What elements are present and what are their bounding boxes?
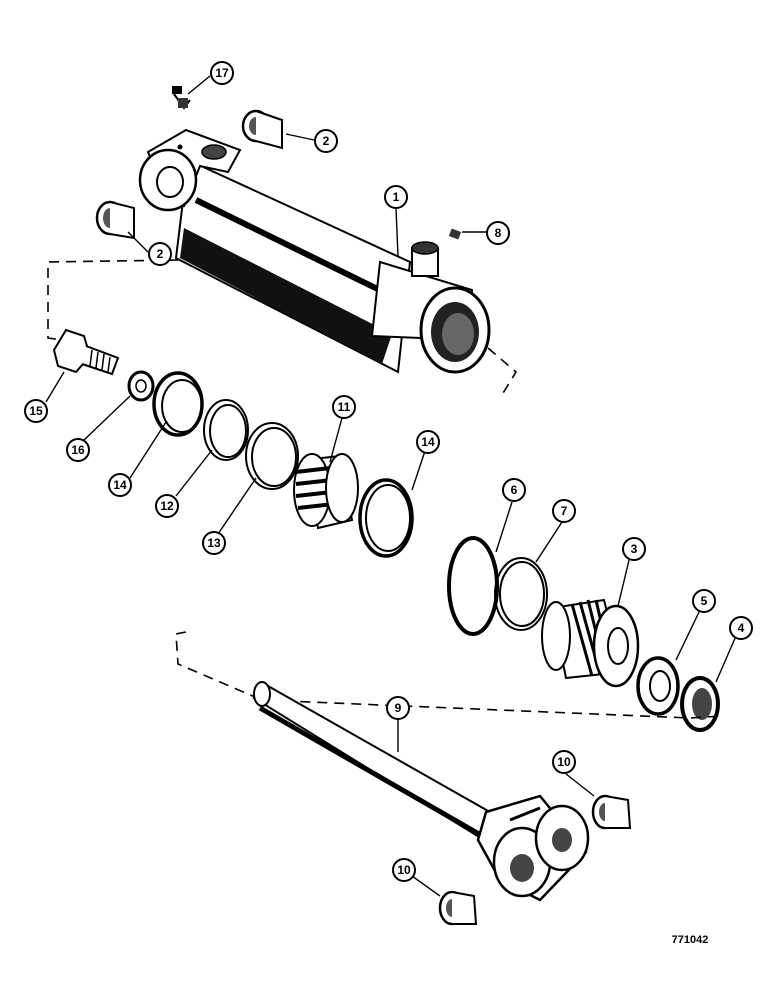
cylinder-barrel — [47, 128, 518, 399]
callout-11: 11 — [332, 395, 356, 419]
piston-rod — [252, 681, 590, 902]
callout-8-label: 8 — [495, 226, 502, 240]
callout-17: 17 — [210, 61, 234, 85]
callout-7-label: 7 — [561, 504, 568, 518]
callout-13-label: 13 — [207, 536, 221, 550]
callout-14-right-label: 14 — [421, 435, 435, 449]
set-screw — [448, 228, 462, 240]
callout-13: 13 — [202, 531, 226, 555]
bushing-upper — [241, 109, 283, 150]
bushing-rod-left — [438, 890, 478, 926]
callout-10-left: 10 — [392, 858, 416, 882]
callout-14-left-label: 14 — [113, 478, 127, 492]
callout-9-label: 9 — [395, 701, 402, 715]
callout-1-label: 1 — [393, 190, 400, 204]
callout-2-upper: 2 — [314, 129, 338, 153]
rod-guide — [541, 598, 640, 688]
callout-6: 6 — [502, 478, 526, 502]
callout-11-label: 11 — [338, 400, 351, 414]
grease-fitting — [172, 86, 191, 110]
callout-12: 12 — [155, 494, 179, 518]
callout-4: 4 — [729, 616, 753, 640]
callout-10-right-label: 10 — [557, 755, 571, 769]
o-ring — [447, 536, 499, 636]
callout-5: 5 — [692, 589, 716, 613]
callout-17-label: 17 — [215, 66, 229, 80]
piston — [293, 453, 359, 530]
callout-2-lower: 2 — [148, 242, 172, 266]
callout-6-label: 6 — [511, 483, 518, 497]
backup-ring — [494, 557, 548, 631]
callout-10-right: 10 — [552, 750, 576, 774]
bushing-rod-right — [591, 794, 632, 830]
callout-16-label: 16 — [71, 443, 85, 457]
rod-seal — [636, 656, 680, 716]
leader-lines — [45, 75, 737, 897]
callout-7: 7 — [552, 499, 576, 523]
wear-ring-right — [358, 478, 414, 558]
callout-10-left-label: 10 — [397, 863, 411, 877]
seal-ring-13 — [245, 422, 299, 490]
wear-ring-left — [152, 371, 204, 437]
bolt — [52, 328, 120, 376]
callout-16: 16 — [66, 438, 90, 462]
callout-8: 8 — [486, 221, 510, 245]
callout-2-lower-label: 2 — [157, 247, 164, 261]
callout-2-upper-label: 2 — [323, 134, 330, 148]
washer — [127, 370, 155, 402]
callout-15-label: 15 — [29, 404, 43, 418]
bushing-lower — [95, 200, 135, 240]
seal-ring-12 — [203, 399, 249, 461]
wiper-seal — [680, 676, 720, 732]
callout-15: 15 — [24, 399, 48, 423]
callout-14-right: 14 — [416, 430, 440, 454]
callout-14-left: 14 — [108, 473, 132, 497]
callout-3-label: 3 — [631, 542, 638, 556]
callout-1: 1 — [384, 185, 408, 209]
drawing-number: 771042 — [672, 934, 709, 946]
callout-9: 9 — [386, 696, 410, 720]
callout-5-label: 5 — [701, 594, 708, 608]
callout-3: 3 — [622, 537, 646, 561]
callout-12-label: 12 — [160, 499, 174, 513]
callout-4-label: 4 — [738, 621, 745, 635]
